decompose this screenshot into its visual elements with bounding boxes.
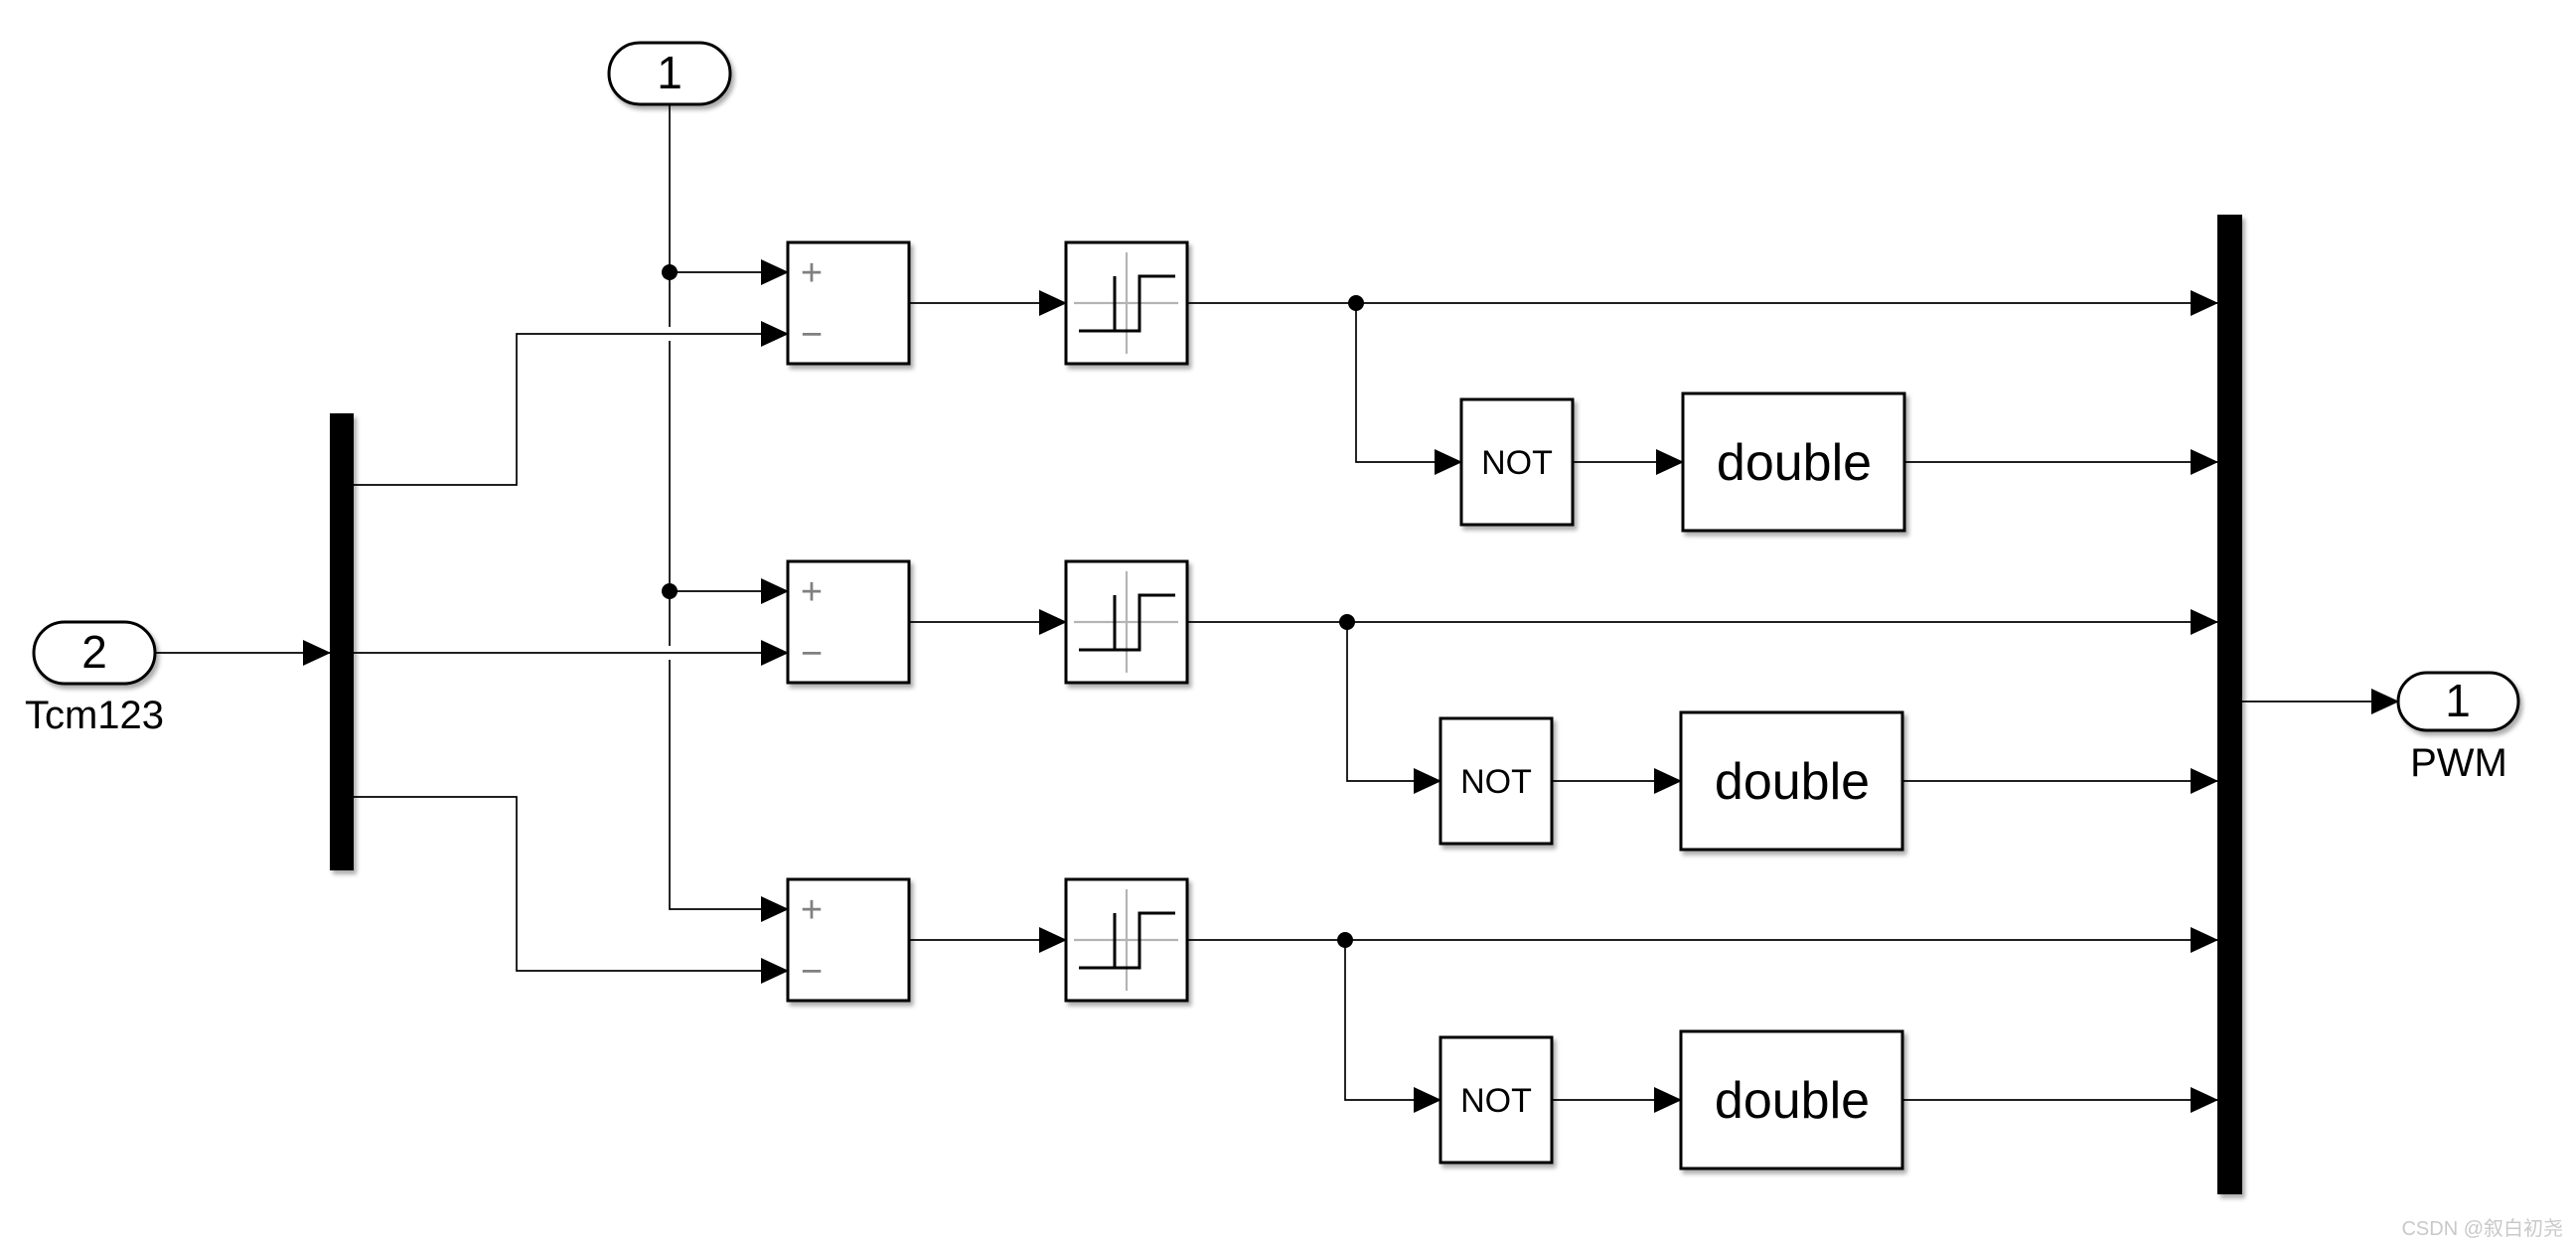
inport-2[interactable]: 2 Tcm123 bbox=[25, 620, 164, 737]
double-block-3-label: double bbox=[1715, 1072, 1870, 1130]
double-block-3-box[interactable] bbox=[1679, 1029, 1904, 1170]
mux-bar[interactable] bbox=[2217, 215, 2242, 1194]
csdn-watermark: CSDN @叙白初尧 bbox=[2401, 1217, 2563, 1240]
wires bbox=[155, 104, 2399, 1113]
not-block-2-label: NOT bbox=[1460, 763, 1532, 801]
inport-1[interactable]: 1 bbox=[607, 41, 732, 106]
inport-2-label: Tcm123 bbox=[25, 694, 164, 737]
relay-hysteresis-icon bbox=[1079, 593, 1175, 652]
double-block-1[interactable]: double bbox=[1681, 391, 1906, 533]
outport-pwm-label: PWM bbox=[2410, 741, 2507, 785]
sum-block-2-box[interactable] bbox=[786, 559, 911, 685]
outport-pwm-number: 1 bbox=[2445, 675, 2471, 726]
not-block-1-label: NOT bbox=[1481, 444, 1553, 482]
relay-hysteresis-icon bbox=[1079, 911, 1175, 970]
wire-demux-out3[interactable] bbox=[354, 796, 789, 984]
junction-dot bbox=[662, 583, 678, 599]
inport-1-oval[interactable] bbox=[607, 41, 732, 106]
sum-block-3[interactable]: + − bbox=[786, 877, 911, 1003]
not-block-1-box[interactable] bbox=[1459, 397, 1575, 527]
sum-block-1-plus-sign: + bbox=[801, 252, 823, 294]
wire-demux-out1[interactable] bbox=[354, 321, 789, 486]
sum-block-1[interactable]: + − bbox=[786, 240, 911, 366]
sum-block-1-minus-sign: − bbox=[801, 314, 823, 356]
not-block-3[interactable]: NOT bbox=[1439, 1035, 1554, 1165]
junction-dot bbox=[1337, 932, 1353, 948]
wire-branch2-to-not2[interactable] bbox=[1346, 622, 1441, 794]
wire-branch3-to-not3[interactable] bbox=[1344, 940, 1441, 1113]
relay-axes-icon bbox=[1074, 889, 1178, 991]
double-block-3[interactable]: double bbox=[1679, 1029, 1904, 1170]
relay-block-1[interactable] bbox=[1064, 240, 1189, 366]
double-block-1-box[interactable] bbox=[1681, 391, 1906, 533]
sum-block-2-plus-sign: + bbox=[801, 571, 823, 613]
outport-pwm-oval[interactable] bbox=[2396, 671, 2520, 732]
demux-bar[interactable] bbox=[330, 413, 354, 870]
not-block-1[interactable]: NOT bbox=[1459, 397, 1575, 527]
wire-branch1-to-not1[interactable] bbox=[1355, 303, 1462, 475]
not-block-2[interactable]: NOT bbox=[1439, 716, 1554, 846]
sum-block-2[interactable]: + − bbox=[786, 559, 911, 685]
junction-dot bbox=[1339, 614, 1355, 630]
double-block-2-label: double bbox=[1715, 753, 1870, 811]
sum-block-3-minus-sign: − bbox=[801, 951, 823, 993]
junction-dot bbox=[662, 264, 678, 280]
double-block-2[interactable]: double bbox=[1679, 710, 1904, 852]
relay-block-3[interactable] bbox=[1064, 877, 1189, 1003]
not-block-2-box[interactable] bbox=[1439, 716, 1554, 846]
sum-block-2-minus-sign: − bbox=[801, 633, 823, 675]
not-block-3-label: NOT bbox=[1460, 1082, 1532, 1120]
relay-block-2[interactable] bbox=[1064, 559, 1189, 685]
inport-1-number: 1 bbox=[657, 47, 682, 98]
double-block-1-label: double bbox=[1717, 434, 1872, 492]
sum-block-3-plus-sign: + bbox=[801, 889, 823, 931]
sum-block-3-box[interactable] bbox=[786, 877, 911, 1003]
relay-hysteresis-icon bbox=[1079, 274, 1175, 333]
relay-axes-icon bbox=[1074, 571, 1178, 673]
double-block-2-box[interactable] bbox=[1679, 710, 1904, 852]
inport-2-oval[interactable] bbox=[32, 620, 157, 686]
wire-ref-to-sum3[interactable] bbox=[669, 660, 789, 922]
inport-2-number: 2 bbox=[81, 626, 107, 678]
not-block-3-box[interactable] bbox=[1439, 1035, 1554, 1165]
outport-pwm[interactable]: 1 PWM bbox=[2396, 671, 2520, 785]
sum-block-1-box[interactable] bbox=[786, 240, 911, 366]
relay-axes-icon bbox=[1074, 252, 1178, 354]
junction-dot bbox=[1348, 295, 1364, 311]
